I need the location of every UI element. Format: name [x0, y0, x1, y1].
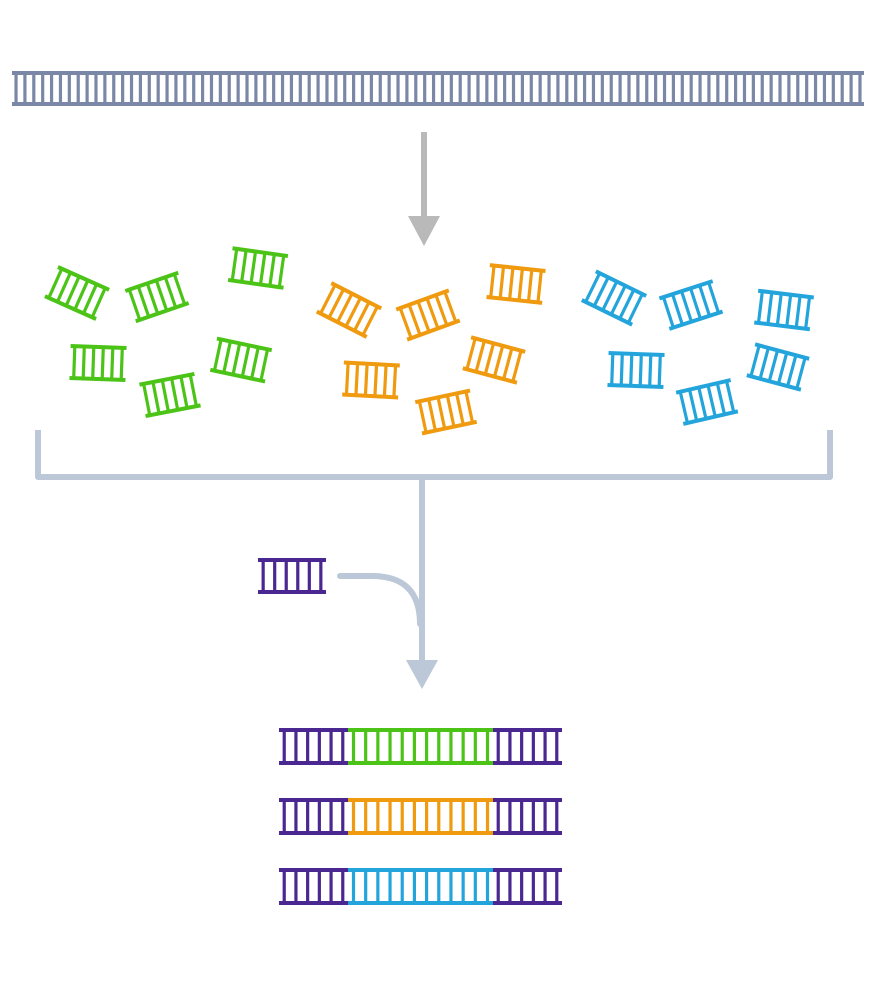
merge-arrow-icon: [406, 477, 438, 689]
dna-fragment-blue: [580, 269, 648, 327]
insert-fragment: [348, 868, 493, 905]
library-construct: [279, 868, 562, 905]
fragment-group-orange: [315, 263, 546, 436]
dna-fragment-blue: [746, 342, 810, 392]
dna-fragment-blue: [754, 288, 814, 332]
dna-fragment-blue: [675, 378, 739, 426]
dna-fragment-green: [139, 371, 201, 419]
dna-fragment-blue: [607, 351, 665, 389]
fragment-ladder: [395, 288, 461, 342]
library-construct: [279, 728, 562, 765]
adapter-ladder: [258, 558, 326, 594]
fragment-ladder: [139, 371, 201, 419]
fragment-ladder: [607, 351, 665, 389]
dna-fragment-orange: [395, 288, 461, 342]
pooling-bracket: [35, 430, 833, 480]
dna-fragment-green: [227, 246, 289, 290]
fragment-group-blue: [580, 269, 814, 426]
left-adapter: [279, 798, 348, 835]
adapter-layer: [258, 558, 423, 627]
fragment-ladder: [209, 336, 273, 384]
fragment-ladder: [315, 281, 383, 339]
fragment-ladder: [44, 265, 110, 321]
library-constructs-layer: [279, 728, 562, 905]
genomic-dna-layer: [12, 71, 864, 106]
fragment-ladder: [227, 246, 289, 290]
left-adapter: [279, 868, 348, 905]
fragment-ladder: [754, 288, 814, 332]
fragment-ladder: [69, 344, 127, 382]
right-adapter: [493, 798, 562, 835]
dna-fragment-orange: [414, 388, 478, 436]
pooling-bracket-layer: [35, 430, 833, 689]
down-arrow-icon: [408, 132, 440, 246]
fragment-ladder: [124, 270, 190, 324]
dna-fragment-orange: [462, 335, 526, 385]
dna-fragment-blue: [658, 279, 724, 331]
fragment-ladder: [675, 378, 739, 426]
fragment-ladder: [580, 269, 648, 327]
insert-fragment: [348, 728, 493, 765]
dna-fragment-orange: [342, 360, 400, 400]
fragmentation-arrow-layer: [408, 132, 440, 246]
dna-fragment-green: [69, 344, 127, 382]
dna-fragment-orange: [315, 281, 383, 339]
fragment-ladder: [462, 335, 526, 385]
fragment-ladder: [342, 360, 400, 400]
dna-fragment-green: [209, 336, 273, 384]
adapter-join-curve: [337, 573, 423, 627]
left-adapter: [279, 728, 348, 765]
fragment-ladder: [414, 388, 478, 436]
fragment-ladder: [486, 263, 546, 305]
right-adapter: [493, 868, 562, 905]
dna-fragment-green: [124, 270, 190, 324]
right-adapter: [493, 728, 562, 765]
genomic-dna-strand: [12, 71, 864, 106]
dna-fragment-green: [44, 265, 110, 321]
library-construct: [279, 798, 562, 835]
dna-fragment-orange: [486, 263, 546, 305]
fragments-layer: [44, 246, 814, 436]
insert-fragment: [348, 798, 493, 835]
fragment-ladder: [746, 342, 810, 392]
fragment-ladder: [658, 279, 724, 331]
fragment-group-green: [44, 246, 289, 419]
